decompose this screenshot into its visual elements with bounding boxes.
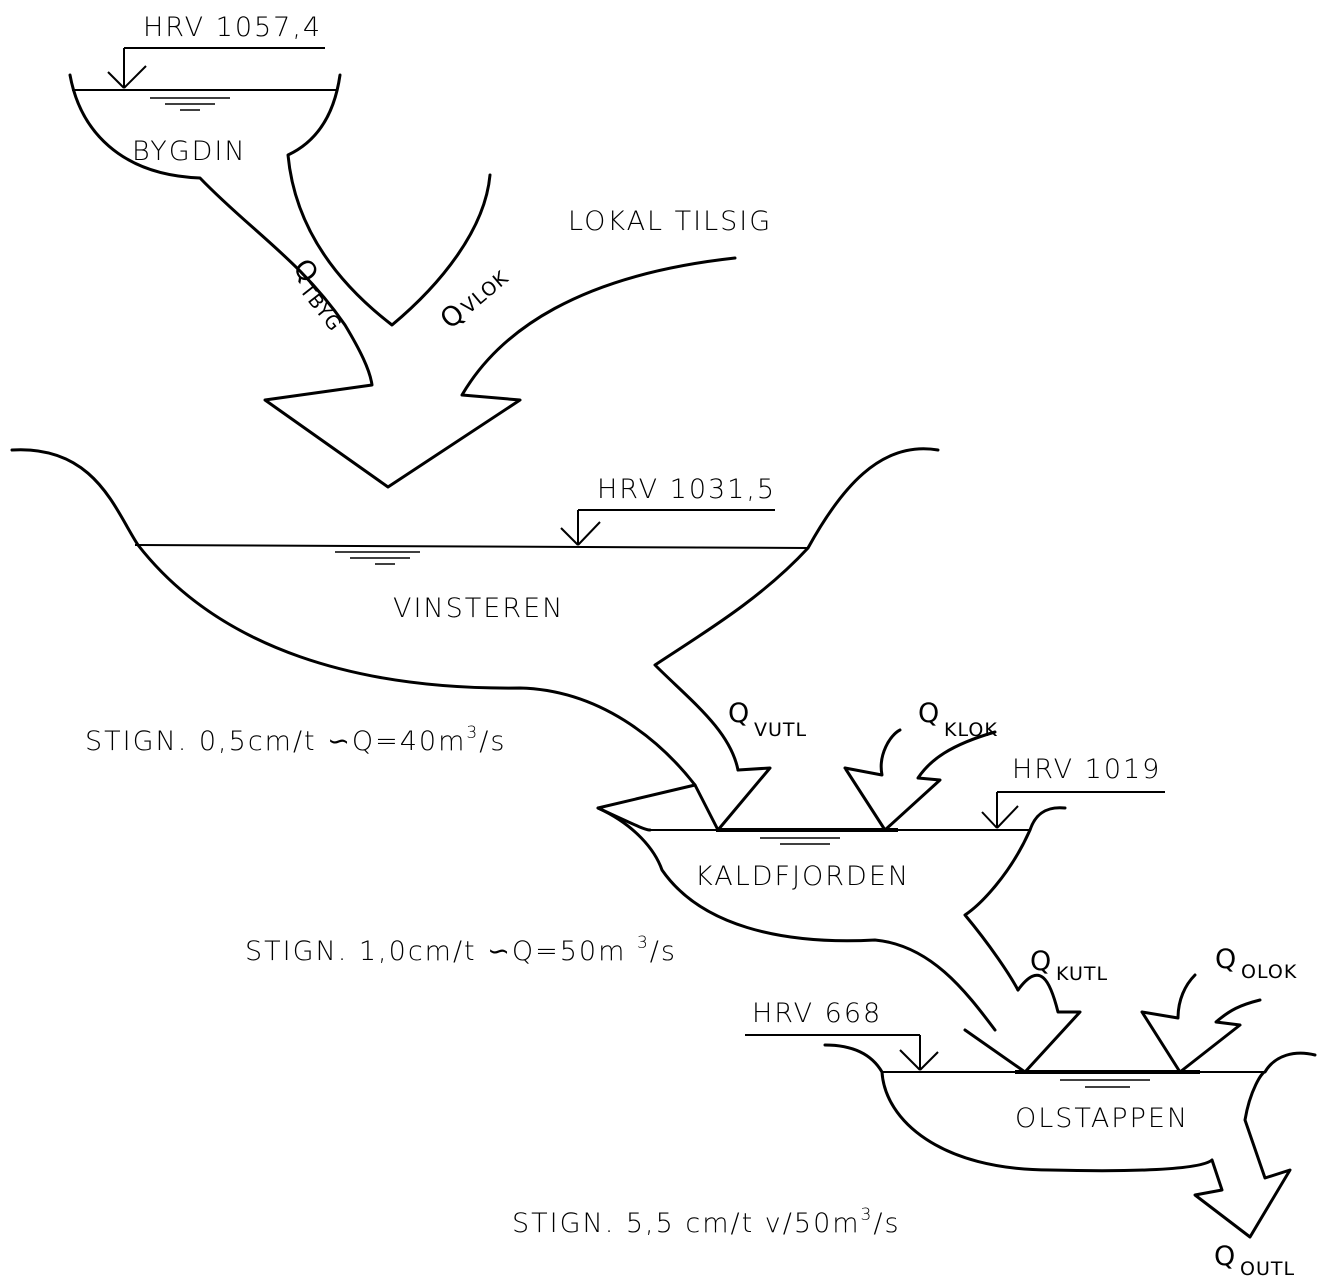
- flow-kutl-label: Q KUTL: [1030, 946, 1108, 985]
- bygdin-name: BYGDIN: [132, 136, 247, 167]
- olstappen-inflow-olok-arrow: [1140, 973, 1262, 1074]
- vinsteren-rise-note: STIGN. 0,5cm/t ∽Q=40m3/s: [85, 723, 506, 757]
- kaldfjorden-hrv-label: HRV 1019: [1012, 754, 1161, 785]
- flow-klok-q: Q: [918, 698, 939, 729]
- kaldfjorden-reservoir: HRV 1019 KALDFJORDEN: [596, 728, 1165, 992]
- olstappen-reservoir: HRV 668 OLSTAPPEN: [745, 973, 1317, 1239]
- flow-vlok-label: Q VLOK: [435, 267, 514, 336]
- bygdin-water-waves: [150, 97, 230, 111]
- vinsteren-hrv-marker: [560, 509, 775, 546]
- flow-olok-sub: OLOK: [1241, 961, 1297, 983]
- olstappen-rise-note: STIGN. 5,5 cm/t v/50m3/s: [512, 1205, 901, 1239]
- flow-kutl-q: Q: [1030, 946, 1051, 977]
- local-inflow-label: LOKAL TILSIG: [568, 206, 772, 237]
- flow-vutl-q: Q: [728, 698, 749, 729]
- bygdin-reservoir: HRV 1057,4 BYGDIN: [68, 12, 737, 489]
- bygdin-hrv-marker: [107, 47, 325, 89]
- flow-outl-label: Q OUTL: [1214, 1241, 1295, 1280]
- vinsteren-outlet-right: [653, 447, 940, 772]
- olstappen-hrv-label: HRV 668: [752, 998, 882, 1029]
- kaldfjorden-basin-right: [963, 806, 1067, 992]
- bygdin-hrv-label: HRV 1057,4: [143, 12, 322, 43]
- kaldfjorden-rise-note: STIGN. 1,0cm/t ∽Q=50m 3/s: [245, 933, 677, 967]
- bygdin-basin-outline: [68, 73, 737, 489]
- flow-vlok-sub: VLOK: [457, 267, 513, 319]
- flow-vutl-sub: VUTL: [754, 719, 807, 741]
- kaldfjorden-inflow-vutl-arrow: [693, 766, 772, 832]
- flow-olok-label: Q OLOK: [1215, 944, 1297, 983]
- kaldfjorden-basin-left: [596, 806, 652, 832]
- flow-outl-q: Q: [1214, 1241, 1235, 1272]
- vinsteren-reservoir: HRV 1031,5 VINSTEREN: [10, 447, 997, 1032]
- flow-vutl-label: Q VUTL: [728, 698, 807, 741]
- flow-kutl-sub: KUTL: [1056, 963, 1108, 985]
- olstappen-hrv-marker: [745, 1034, 939, 1071]
- flow-outl-sub: OUTL: [1240, 1258, 1295, 1280]
- olstappen-name: OLSTAPPEN: [1015, 1103, 1189, 1134]
- olstappen-inflow-kutl-arrow: [963, 973, 1082, 1074]
- vinsteren-hrv-label: HRV 1031,5: [597, 474, 776, 505]
- flow-klok-sub: KLOK: [944, 719, 998, 741]
- flow-tbyg-q: Q: [286, 253, 324, 289]
- bygdin-outlet-right: [286, 73, 492, 327]
- kaldfjorden-name: KALDFJORDEN: [695, 861, 910, 892]
- kaldfjorden-water-waves: [760, 837, 840, 845]
- olstappen-water-waves: [1060, 1079, 1150, 1088]
- flow-olok-q: Q: [1215, 944, 1236, 975]
- vinsteren-name: VINSTEREN: [393, 593, 564, 624]
- vinsteren-water-waves: [335, 551, 420, 565]
- vinsteren-water-surface: [134, 544, 809, 549]
- kaldfjorden-inflow-klok-arrow: [843, 728, 997, 832]
- flow-tbyg-sub: TBYG: [295, 279, 346, 336]
- kaldfjorden-hrv-marker: [981, 791, 1165, 829]
